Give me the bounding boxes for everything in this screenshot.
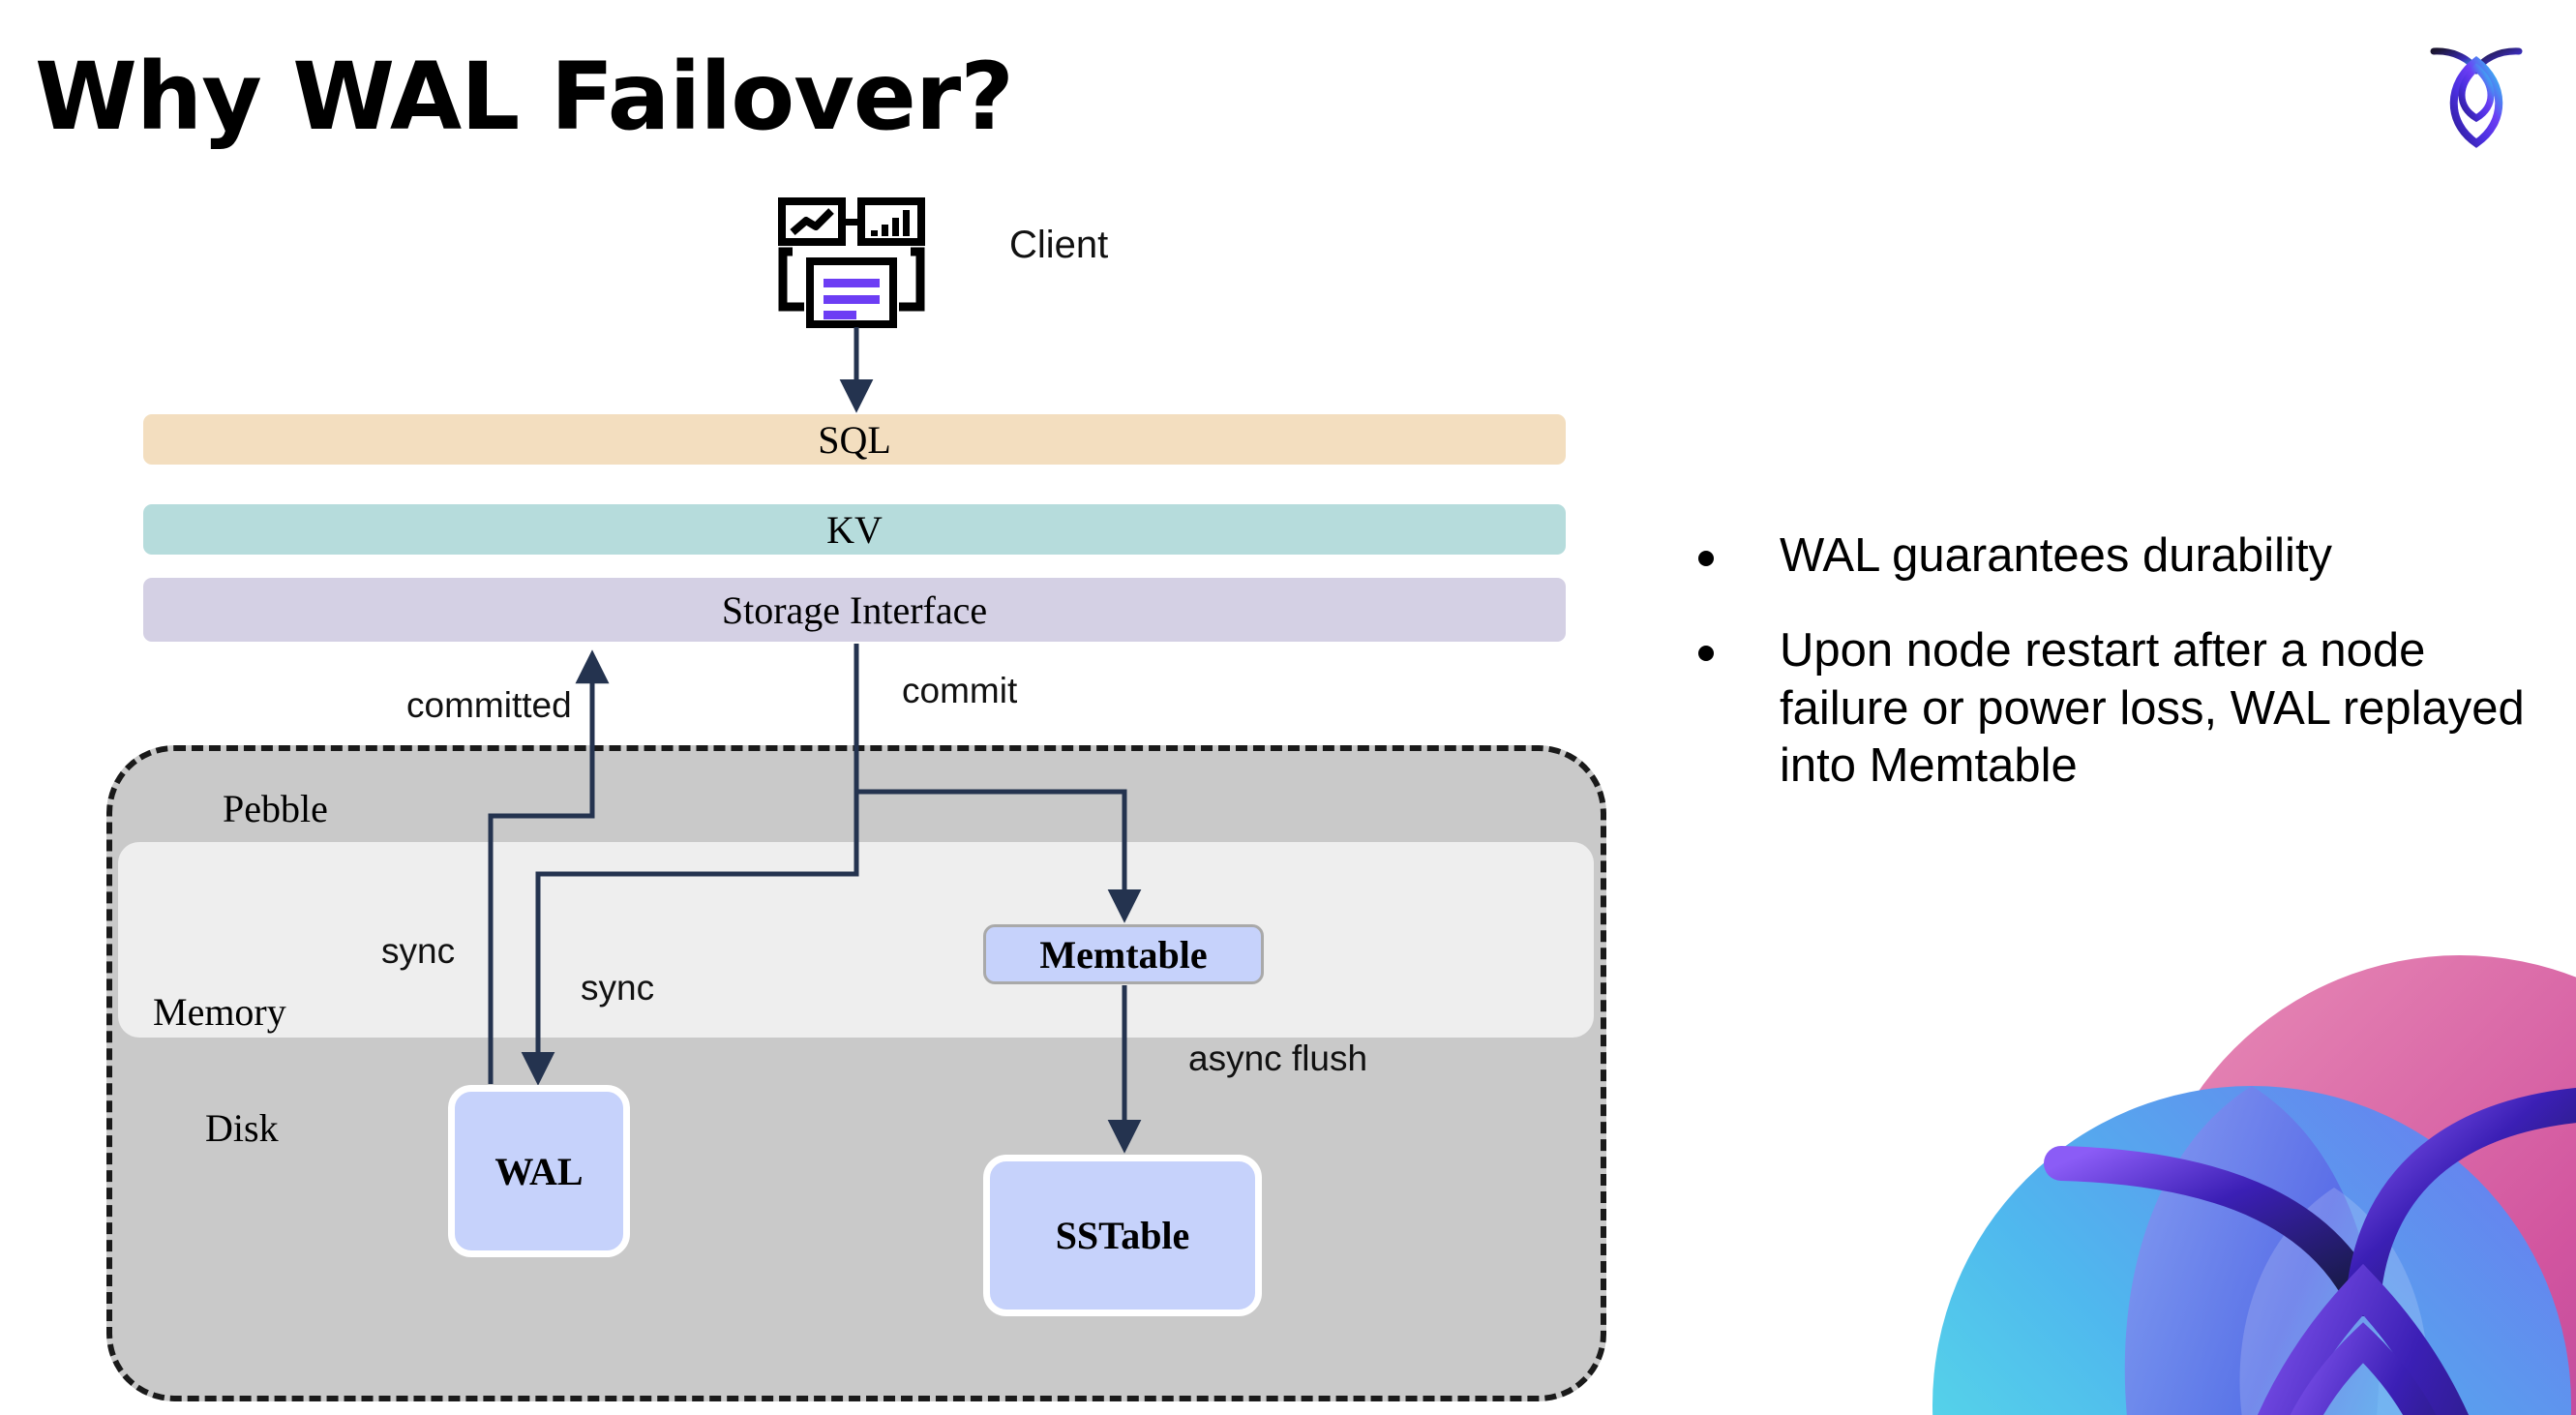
- bullet-dot-icon: [1698, 551, 1714, 566]
- bullet-text: Upon node restart after a node failure o…: [1780, 623, 2525, 793]
- cockroachdb-logo-icon: [2412, 29, 2538, 155]
- memory-region-label: Memory: [153, 990, 286, 1034]
- edge-label-commit: commit: [902, 671, 1018, 710]
- edge-label-committed: committed: [406, 685, 572, 725]
- bullet-dot-icon: [1698, 645, 1714, 661]
- layer-label-storage-interface: Storage Interface: [721, 587, 988, 632]
- edge-label-sync-wal: sync: [581, 968, 655, 1008]
- list-item: WAL guarantees durability: [1698, 527, 2531, 586]
- edge-label-sync-ack: sync: [381, 931, 456, 971]
- layer-bar-storage-interface: Storage Interface: [143, 578, 1566, 642]
- store-label-sstable: SSTable: [1055, 1214, 1190, 1257]
- store-label-wal: WAL: [494, 1149, 584, 1193]
- client-label: Client: [1009, 224, 1109, 266]
- store-label-memtable: Memtable: [1039, 932, 1208, 977]
- disk-region-label: Disk: [205, 1106, 279, 1150]
- memory-region: [118, 842, 1594, 1038]
- layer-label-sql: SQL: [818, 417, 891, 462]
- client-dashboard-icon: [769, 194, 934, 334]
- layer-bar-sql: SQL: [143, 414, 1566, 465]
- bullet-text: WAL guarantees durability: [1780, 529, 2333, 582]
- layer-label-kv: KV: [826, 507, 883, 552]
- page-title: Why WAL Failover?: [35, 43, 1014, 151]
- store-box-memtable: Memtable: [983, 924, 1264, 984]
- store-box-sstable: SSTable: [983, 1155, 1262, 1316]
- bullet-list: WAL guarantees durability Upon node rest…: [1698, 527, 2531, 832]
- pebble-label: Pebble: [223, 787, 328, 830]
- layer-bar-kv: KV: [143, 504, 1566, 555]
- store-box-wal: WAL: [448, 1085, 630, 1257]
- decorative-logo-artwork: [1918, 902, 2576, 1415]
- edge-label-async-flush: async flush: [1188, 1039, 1368, 1078]
- list-item: Upon node restart after a node failure o…: [1698, 622, 2531, 796]
